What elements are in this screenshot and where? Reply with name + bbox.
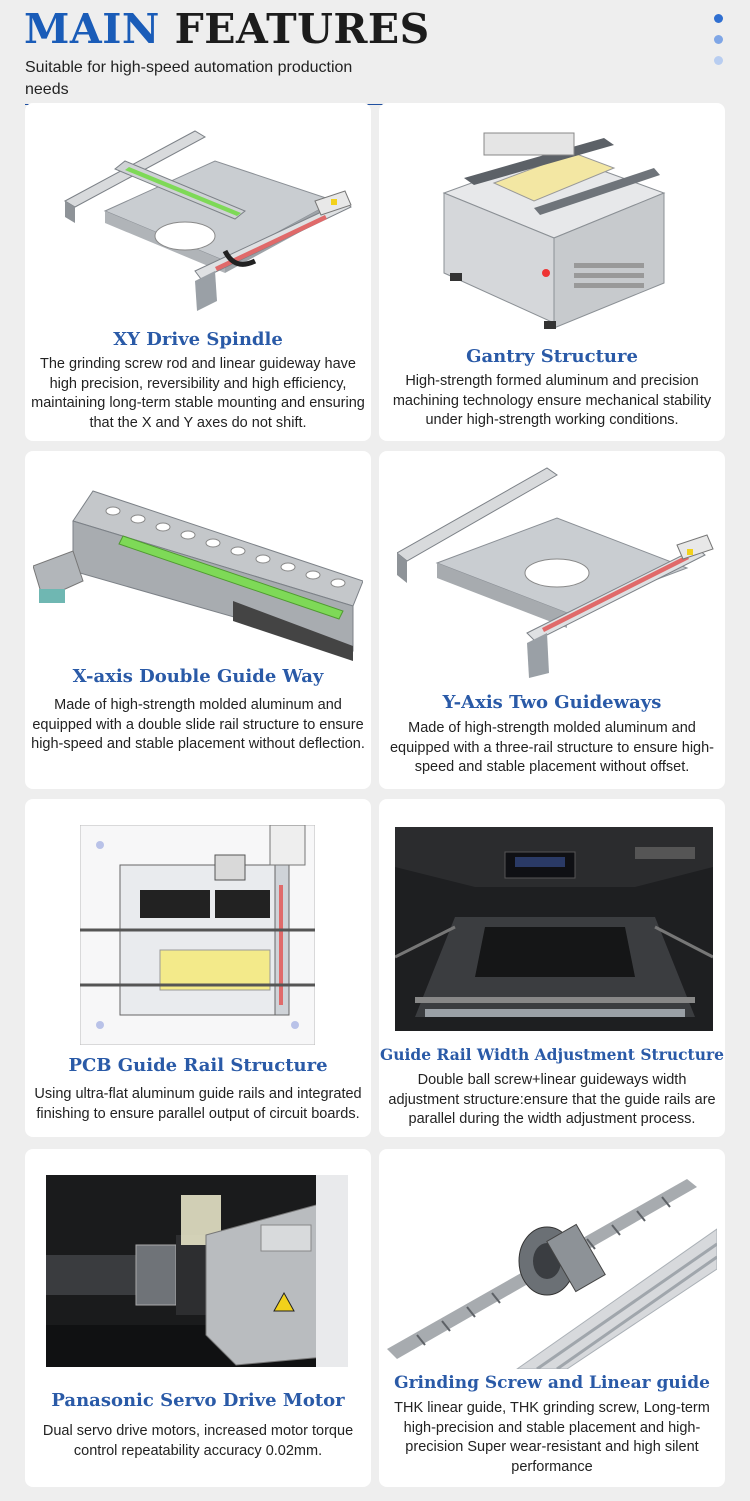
feature-title: Gantry Structure: [466, 346, 638, 367]
dot-icon: [714, 35, 723, 44]
gantry-machine-image: [442, 132, 666, 329]
page-subtitle: Suitable for high-speed automation produ…: [25, 57, 399, 105]
feature-description: Dual servo drive motors, increased motor…: [42, 1423, 354, 1459]
feature-description: High-strength formed aluminum and precis…: [392, 373, 712, 428]
header: MAIN FEATURES Suitable for high-speed au…: [0, 0, 750, 105]
xy-drive-spindle-image: [63, 130, 352, 311]
feature-title: XY Drive Spindle: [113, 329, 283, 350]
feature-card-panasonic-servo-motor: Panasonic Servo Drive Motor Dual servo d…: [25, 1149, 371, 1487]
title-word-main: MAIN: [24, 5, 160, 53]
title-word-features: FEATURES: [174, 5, 430, 53]
feature-description: The grinding screw rod and linear guidew…: [31, 356, 365, 431]
feature-card-grinding-screw-linear-guide: Grinding Screw and Linear guide THK line…: [379, 1149, 725, 1487]
feature-card-pcb-guide-rail-structure: PCB Guide Rail Structure Using ultra-fla…: [25, 799, 371, 1137]
dot-icon: [714, 56, 723, 65]
dot-icon: [714, 14, 723, 23]
feature-description: Made of high-strength molded aluminum an…: [389, 720, 714, 775]
feature-card-gantry-structure: Gantry Structure High-strength formed al…: [379, 103, 725, 441]
feature-title: Y-Axis Two Guideways: [442, 692, 662, 713]
decorative-dots: [714, 14, 723, 77]
feature-card-x-axis-double-guide-way: X-axis Double Guide Way Made of high-str…: [25, 451, 371, 789]
feature-description: Using ultra-flat aluminum guide rails an…: [34, 1086, 362, 1122]
ball-screw-linear-guide-image: [387, 1179, 717, 1369]
feature-title: X-axis Double Guide Way: [72, 666, 324, 687]
feature-card-xy-drive-spindle: XY Drive Spindle The grinding screw rod …: [25, 103, 371, 441]
feature-description: Made of high-strength molded aluminum an…: [31, 697, 365, 752]
page-title: MAIN FEATURES: [24, 4, 430, 54]
feature-title: Grinding Screw and Linear guide: [394, 1373, 710, 1393]
feature-description: Double ball screw+linear guideways width…: [388, 1072, 716, 1127]
feature-title: Guide Rail Width Adjustment Structure: [379, 1045, 725, 1064]
machine-interior-image: [395, 827, 713, 1031]
feature-title: PCB Guide Rail Structure: [68, 1055, 328, 1076]
y-axis-frame-image: [397, 467, 714, 678]
feature-card-guide-rail-width-adjustment: Guide Rail Width Adjustment Structure Do…: [379, 799, 725, 1137]
x-axis-guide-beam-image: [33, 490, 363, 661]
feature-card-y-axis-two-guideways: Y-Axis Two Guideways Made of high-streng…: [379, 451, 725, 789]
feature-description: THK linear guide, THK grinding screw, Lo…: [394, 1400, 710, 1475]
servo-motor-image: [46, 1175, 348, 1367]
pcb-rail-top-view-image: [80, 825, 315, 1045]
feature-title: Panasonic Servo Drive Motor: [51, 1390, 345, 1411]
